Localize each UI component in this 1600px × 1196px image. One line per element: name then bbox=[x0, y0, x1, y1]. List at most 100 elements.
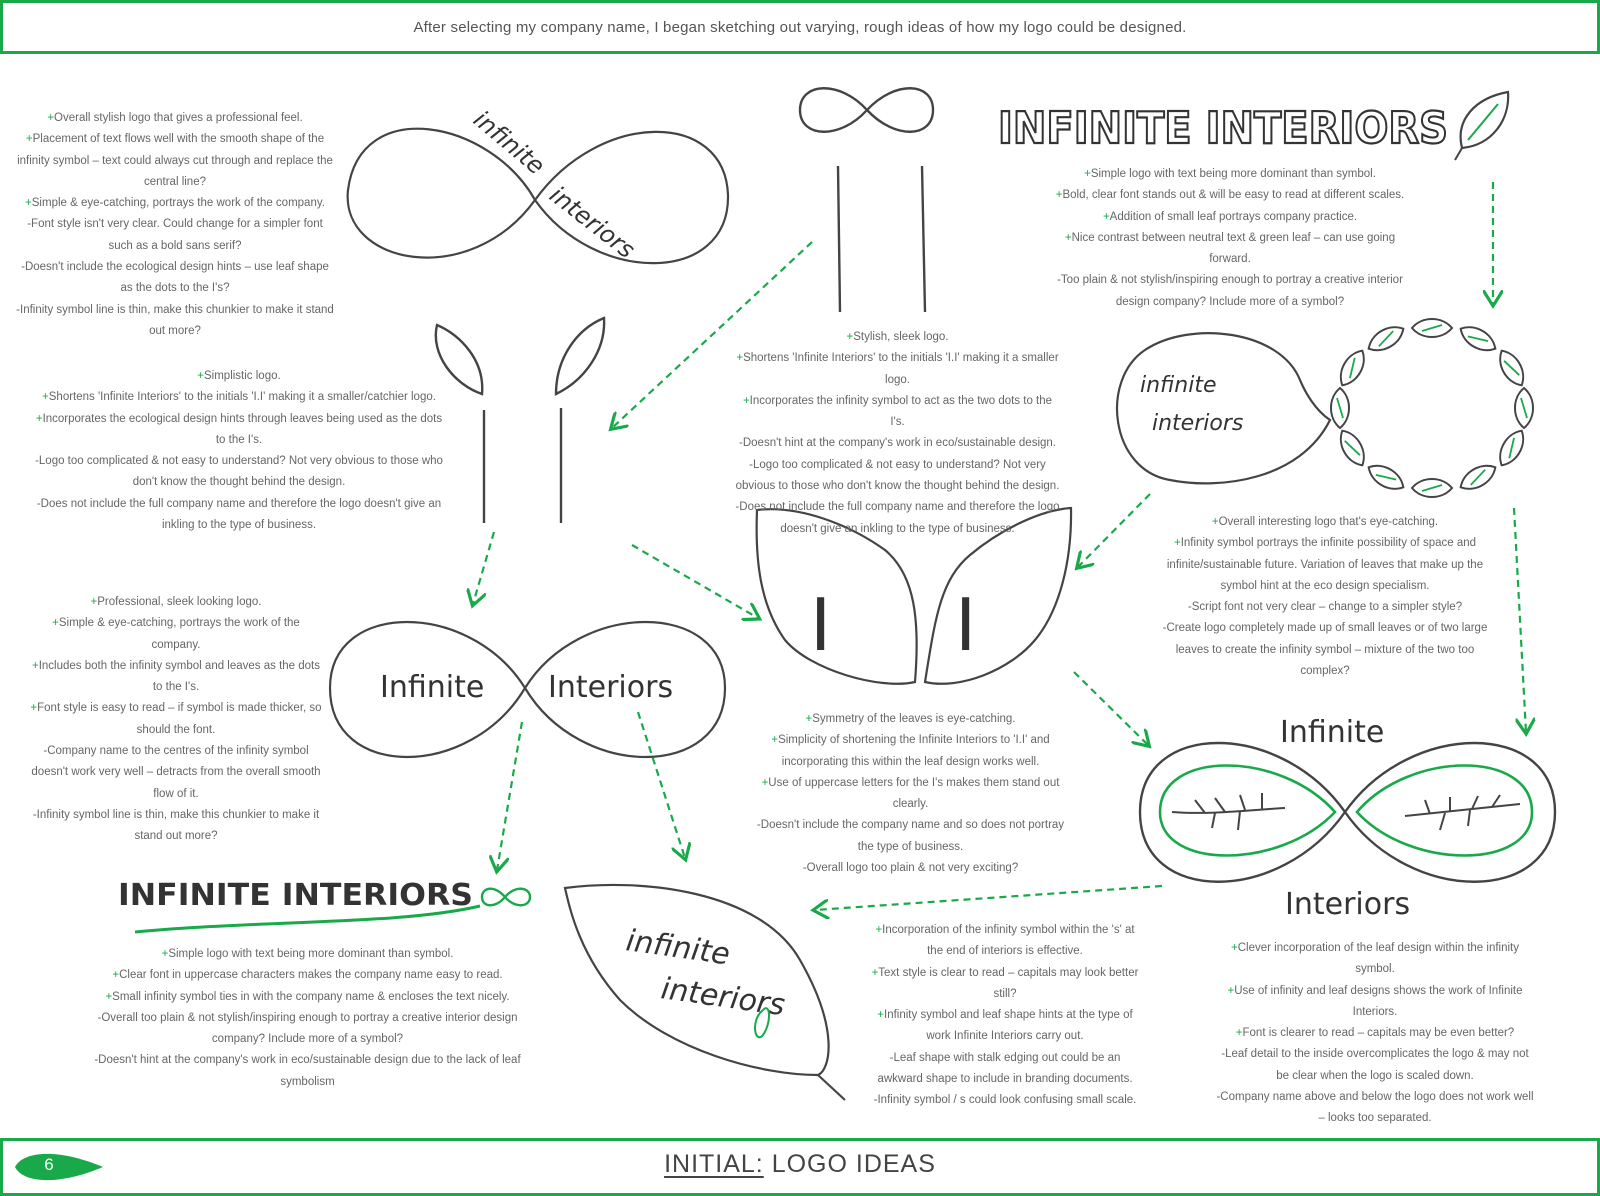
note-text: Company name above and below the logo do… bbox=[1220, 1091, 1534, 1125]
note-text: Doesn't include the company name and so … bbox=[760, 819, 1065, 853]
intro-banner: After selecting my company name, I began… bbox=[0, 0, 1600, 54]
note-text: Font style is easy to read – if symbol i… bbox=[37, 702, 322, 736]
page-title-underlined: INITIAL: bbox=[664, 1150, 764, 1178]
note-sign: + bbox=[1235, 1027, 1243, 1040]
note-line: +Overall stylish logo that gives a profe… bbox=[16, 108, 334, 129]
note-sign: - bbox=[739, 437, 743, 450]
note-line: +Use of uppercase letters for the I's ma… bbox=[748, 773, 1073, 816]
caps-title: INFINITE INTERIORS bbox=[118, 878, 473, 913]
note-text: Company name to the centres of the infin… bbox=[31, 745, 321, 800]
note-sign: - bbox=[873, 1094, 878, 1107]
note-sign: + bbox=[1231, 942, 1238, 954]
note-line: -Logo too complicated & not easy to unde… bbox=[735, 455, 1060, 498]
note-text: Infinity symbol line is thin, make this … bbox=[36, 808, 320, 843]
note-sign: - bbox=[1057, 274, 1061, 287]
note-sign: + bbox=[105, 990, 113, 1003]
note-infinity-name: +Professional, sleek looking logo.+Simpl… bbox=[30, 592, 322, 848]
note-text: Infinity symbol line is thin, make this … bbox=[20, 303, 334, 337]
note-twin-leaves: +Symmetry of the leaves is eye-catching.… bbox=[748, 709, 1073, 879]
note-text: Bold, clear font stands out & will be ea… bbox=[1062, 189, 1405, 202]
leaf-letter-i-right: I bbox=[955, 583, 976, 667]
note-sign: + bbox=[761, 776, 769, 789]
note-sign: + bbox=[52, 617, 59, 630]
note-text: Leaf shape with stalk edging out could b… bbox=[877, 1051, 1133, 1086]
note-sign: + bbox=[875, 924, 883, 936]
page-title: INITIAL: LOGO IDEAS bbox=[3, 1150, 1597, 1179]
leaf-infinite: infinite bbox=[624, 923, 732, 972]
sketch-big-leaf bbox=[563, 883, 846, 1101]
note-sign: + bbox=[736, 352, 744, 365]
note-line: -Leaf shape with stalk edging out could … bbox=[870, 1048, 1140, 1091]
note-line: +Nice contrast between neutral text & gr… bbox=[1050, 228, 1410, 271]
note-leaf-ring: +Overall interesting logo that's eye-cat… bbox=[1160, 512, 1490, 682]
small-leaf-icon bbox=[1459, 326, 1497, 352]
note-line: +Shortens 'Infinite Interiors' to the in… bbox=[34, 387, 444, 408]
note-line: -Does not include the full company name … bbox=[735, 497, 1060, 540]
note-text: Does not include the full company name a… bbox=[739, 501, 1060, 535]
leaf-letter-i-left: I bbox=[810, 583, 831, 667]
note-infinity-leaves: +Clever incorporation of the leaf design… bbox=[1215, 938, 1535, 1130]
note-line: -Doesn't include the ecological design h… bbox=[16, 257, 334, 300]
page-leaf-icon bbox=[15, 1153, 103, 1181]
sketch-leaf-initials bbox=[434, 316, 606, 523]
note-line: +Incorporation of the infinity symbol wi… bbox=[870, 920, 1140, 963]
intro-text: After selecting my company name, I began… bbox=[413, 18, 1187, 36]
note-line: +Simple & eye-catching, portrays the wor… bbox=[30, 613, 322, 656]
note-sign: + bbox=[35, 412, 43, 425]
note-line: -Doesn't include the company name and so… bbox=[748, 815, 1073, 858]
script-infinite: infinite bbox=[468, 105, 550, 180]
page-number: 6 bbox=[44, 1155, 54, 1174]
note-sign: - bbox=[1216, 1091, 1221, 1104]
note-text: Simple & eye-catching, portrays the work… bbox=[58, 617, 300, 651]
note-line: +Incorporates the ecological design hint… bbox=[34, 409, 444, 452]
note-line: +Simplistic logo. bbox=[34, 366, 444, 387]
note-text: Doesn't include the ecological design hi… bbox=[24, 261, 329, 295]
note-sign: + bbox=[25, 197, 32, 210]
note-text: Placement of text flows well with the sm… bbox=[17, 133, 333, 188]
note-line: +Placement of text flows well with the s… bbox=[16, 129, 334, 193]
note-sign: + bbox=[47, 112, 55, 124]
split-interiors: Interiors bbox=[1285, 887, 1410, 922]
note-sign: + bbox=[25, 133, 33, 146]
note-sign: + bbox=[42, 391, 49, 404]
note-line: +Clear font in uppercase characters make… bbox=[85, 965, 530, 986]
note-line: +Simplicity of shortening the Infinite I… bbox=[748, 730, 1073, 773]
note-line: +Professional, sleek looking logo. bbox=[30, 592, 322, 613]
note-text: Shortens 'Infinite Interiors' to the ini… bbox=[48, 391, 436, 404]
leaf-interiors: interiors bbox=[659, 971, 787, 1023]
small-leaf-icon bbox=[1514, 386, 1534, 430]
note-line: -Company name above and below the logo d… bbox=[1215, 1087, 1535, 1130]
note-text: Overall too plain & not stylish/inspirin… bbox=[101, 1011, 518, 1046]
note-sign: - bbox=[756, 819, 761, 832]
note-text: Includes both the infinity symbol and le… bbox=[38, 659, 320, 694]
note-infinity-initials: +Stylish, sleek logo.+Shortens 'Infinite… bbox=[735, 327, 1060, 540]
note-sign: + bbox=[161, 948, 169, 960]
small-leaf-icon bbox=[1499, 429, 1524, 467]
note-line: +Small infinity symbol ties in with the … bbox=[85, 987, 530, 1008]
note-caps-title: +Simple logo with text being more domina… bbox=[85, 944, 530, 1093]
note-sign: + bbox=[30, 702, 38, 715]
small-leaf-icon bbox=[1367, 464, 1405, 490]
flow-arrows bbox=[473, 182, 1526, 910]
sketch-leaf-ring bbox=[1115, 332, 1332, 485]
sketch-infinity-name bbox=[328, 621, 727, 758]
note-text: Clear font in uppercase characters makes… bbox=[119, 969, 503, 982]
note-sign: + bbox=[1173, 537, 1181, 550]
sketch-title-leaf bbox=[1454, 90, 1510, 161]
note-sign: - bbox=[1162, 622, 1167, 635]
note-text: Use of uppercase letters for the I's mak… bbox=[768, 776, 1060, 811]
note-text: Does not include the full company name a… bbox=[40, 497, 442, 532]
note-line: +Overall interesting logo that's eye-cat… bbox=[1160, 512, 1490, 533]
note-leaf-initials: +Simplistic logo.+Shortens 'Infinite Int… bbox=[34, 366, 444, 536]
note-text: Infinity symbol portrays the infinite po… bbox=[1166, 537, 1484, 592]
note-text: Logo too complicated & not easy to under… bbox=[38, 455, 443, 489]
note-sign: - bbox=[36, 497, 41, 510]
note-line: +Simple logo with text being more domina… bbox=[1050, 164, 1410, 185]
note-text: Overall stylish logo that gives a profes… bbox=[54, 112, 303, 124]
note-text: Addition of small leaf portrays company … bbox=[1109, 210, 1358, 223]
note-line: +Use of infinity and leaf designs shows … bbox=[1215, 981, 1535, 1024]
split-infinite: Infinite bbox=[1280, 715, 1384, 750]
note-text: Use of infinity and leaf designs shows t… bbox=[1234, 984, 1523, 1018]
note-text: Stylish, sleek logo. bbox=[853, 331, 949, 343]
note-text: Too plain & not stylish/inspiring enough… bbox=[1060, 274, 1403, 308]
